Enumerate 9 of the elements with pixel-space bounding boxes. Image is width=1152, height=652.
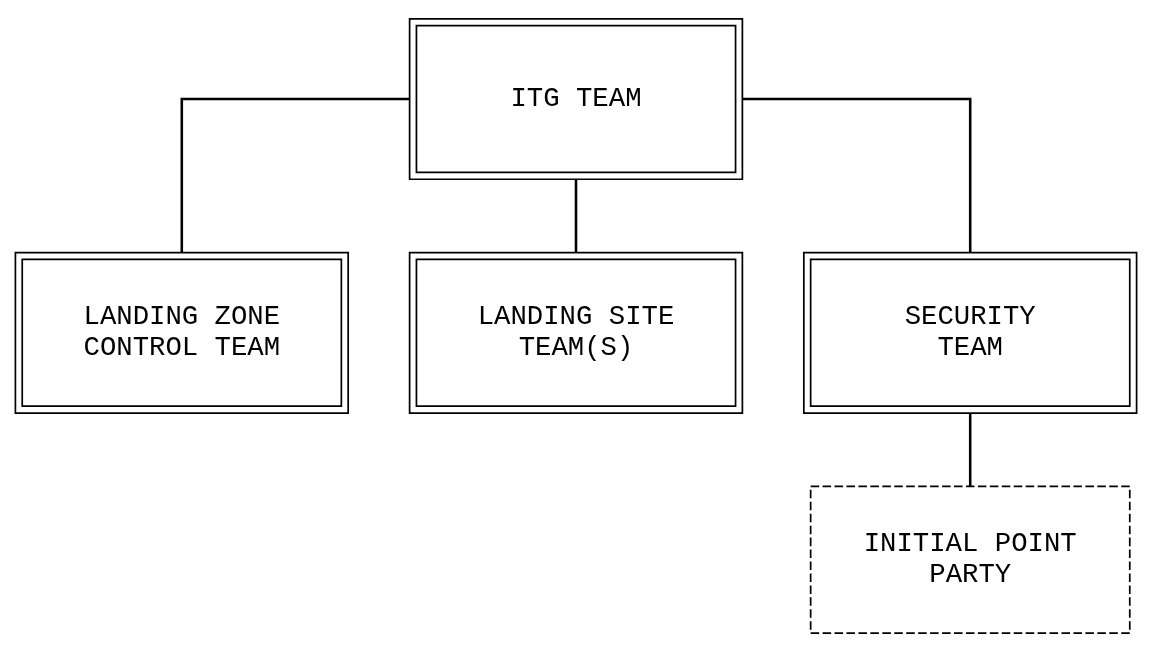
node-box: LANDING ZONE CONTROL TEAM — [14, 251, 350, 414]
connector — [574, 179, 578, 253]
connector — [968, 413, 972, 487]
connector — [742, 97, 972, 253]
node-box: INITIAL POINT PARTY — [809, 485, 1131, 635]
node-box: LANDING SITE TEAM(S) — [408, 251, 744, 414]
node-box: ITG TEAM — [408, 17, 744, 181]
connector — [180, 97, 410, 253]
node-box: SECURITY TEAM — [802, 251, 1138, 414]
